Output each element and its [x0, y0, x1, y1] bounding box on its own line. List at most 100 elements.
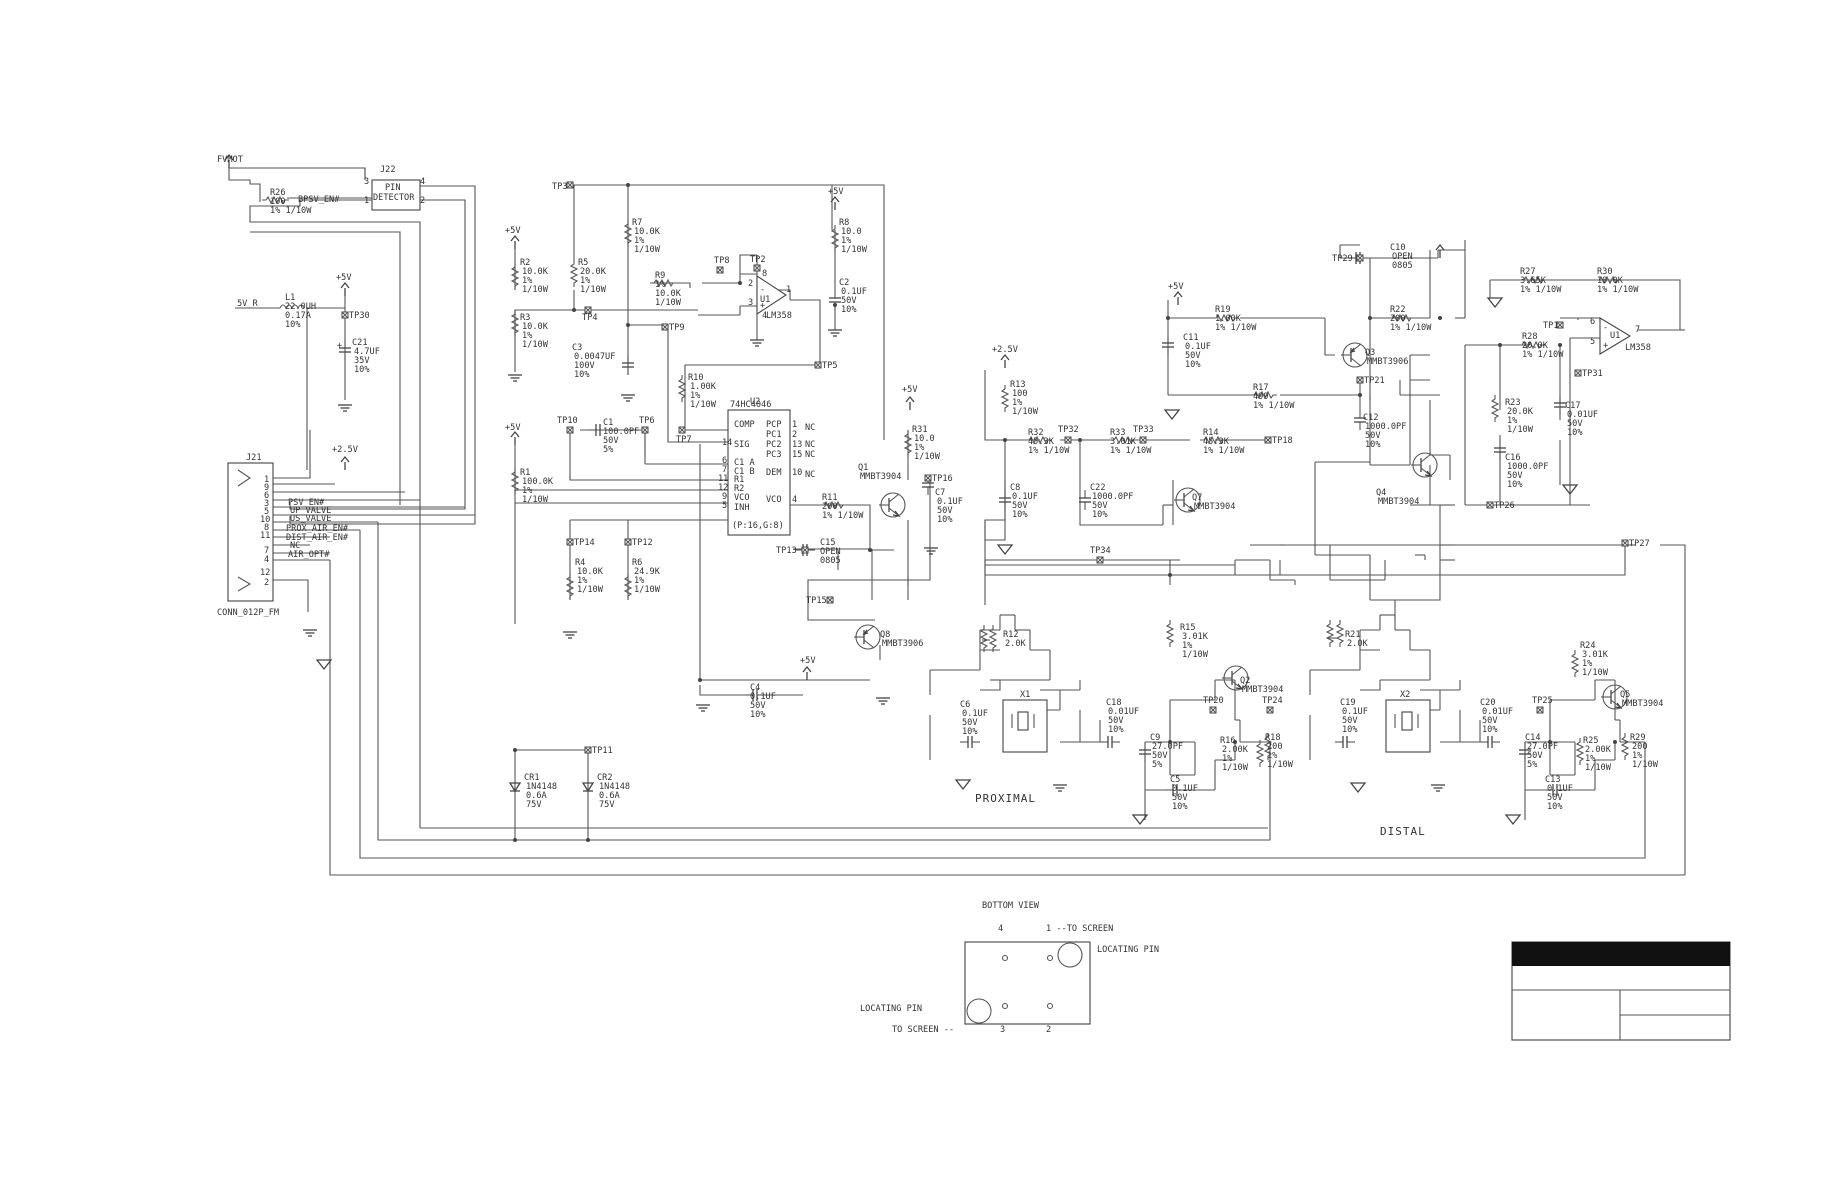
component-ref: C21 [352, 338, 368, 348]
svg-text:DEM: DEM [766, 468, 782, 478]
component-ref: C3 [572, 343, 582, 353]
component-value: 0805 [820, 556, 841, 566]
component-value: 1% 1/10W [1203, 446, 1245, 456]
svg-text:R1: R1 [734, 475, 744, 485]
component-ref: R3 [520, 313, 530, 323]
svg-text:14: 14 [722, 438, 732, 448]
svg-text:8: 8 [762, 269, 767, 279]
svg-text:4: 4 [762, 311, 767, 321]
svg-text:4: 4 [998, 924, 1003, 934]
component-value: 0.0047UF [574, 352, 615, 362]
svg-text:3: 3 [264, 499, 269, 509]
svg-text:R2: R2 [734, 484, 744, 494]
testpoint-tp4: TP4 [582, 313, 598, 323]
component-value: 1% [522, 486, 533, 496]
component-value: 1/10W [1182, 650, 1209, 660]
component-value: 24.9K [634, 567, 661, 577]
section-distal: DISTAL [1380, 825, 1426, 838]
component-value: 10.0 [841, 227, 862, 237]
net-bpsv: BPSV_EN# [298, 195, 340, 205]
svg-text:U2: U2 [750, 397, 760, 407]
svg-text:15: 15 [792, 450, 802, 460]
svg-text:2: 2 [264, 578, 269, 588]
svg-text:NC: NC [805, 470, 815, 480]
component-value: 3.01K [1110, 437, 1137, 447]
testpoint-tp33: TP33 [1133, 425, 1154, 435]
svg-text:5: 5 [264, 507, 269, 517]
svg-text:7: 7 [1635, 325, 1640, 335]
j22-pin3: 3 [364, 177, 369, 187]
component-value: 1/10W [1222, 763, 1249, 773]
component-value: 50V [603, 436, 619, 446]
svg-text:10: 10 [260, 515, 270, 525]
component-value: 0.6A [599, 791, 621, 801]
j22-pin4: 4 [420, 177, 425, 187]
svg-text:AIR_OPT#: AIR_OPT# [288, 550, 330, 560]
component-ref: C18 [1106, 698, 1122, 708]
svg-text:+: + [337, 341, 342, 351]
component-value: 0.01UF [1482, 707, 1513, 717]
component-value: 10% [354, 365, 370, 375]
component-value: 100 [270, 197, 286, 207]
component-value: MMBT3904 [1242, 685, 1283, 695]
title-block-header [1512, 942, 1730, 966]
j21-name: CONN_012P_FM [217, 608, 279, 618]
component-value: 1/10W [580, 285, 607, 295]
svg-text:4: 4 [264, 555, 269, 565]
svg-text:+5V: +5V [505, 423, 521, 433]
component-value: 100 [1012, 389, 1028, 399]
svg-text:U1: U1 [760, 295, 770, 305]
component-value: 10.0K [522, 267, 549, 277]
svg-text:11: 11 [260, 531, 270, 541]
component-ref: R1 [520, 468, 530, 478]
svg-text:13: 13 [792, 440, 802, 450]
component-ref: R28 [1522, 332, 1538, 342]
svg-text:PROX_AIR_EN#: PROX_AIR_EN# [286, 524, 349, 534]
component-value: 200 [1390, 314, 1406, 324]
component-value: 50V [1567, 419, 1583, 429]
component-value: 0.01UF [1567, 410, 1598, 420]
svg-text:+5V: +5V [336, 273, 352, 283]
svg-text:1: 1 [264, 475, 269, 485]
component-value: MMBT3904 [1378, 497, 1419, 507]
svg-text:12: 12 [260, 568, 270, 578]
component-value: 1/10W [1267, 760, 1294, 770]
component-value: 1% [634, 576, 645, 586]
svg-text:2: 2 [792, 430, 797, 440]
power-symbols [224, 154, 1578, 825]
component-value: 1/10W [1632, 760, 1659, 770]
testpoint-tp21: TP21 [1364, 376, 1385, 386]
component-value: 1% [1507, 416, 1518, 426]
component-value: 10% [285, 320, 301, 330]
component-ref: Q1 [858, 463, 868, 473]
component-value: 10.0K [655, 289, 682, 299]
junction-dots [513, 183, 1617, 842]
svg-text:5: 5 [722, 501, 727, 511]
component-ref: R31 [912, 425, 928, 435]
component-value: 1% 1/10W [822, 511, 864, 521]
svg-text:1: 1 [792, 420, 797, 430]
component-value: 1% [522, 331, 533, 341]
component-ref: R22 [1390, 305, 1406, 315]
component-value: 50V [1482, 716, 1498, 726]
testpoint-tp31: TP31 [1582, 369, 1603, 379]
component-value: 0.1UF [962, 709, 988, 719]
component-ref: C15 [820, 538, 836, 548]
svg-text:LOCATING PIN: LOCATING PIN [1097, 945, 1159, 955]
svg-text:VCO: VCO [734, 493, 750, 503]
svg-text:US_VALVE: US_VALVE [290, 514, 331, 524]
testpoint-tp5: TP5 [822, 361, 838, 371]
component-value: 200 [822, 502, 838, 512]
